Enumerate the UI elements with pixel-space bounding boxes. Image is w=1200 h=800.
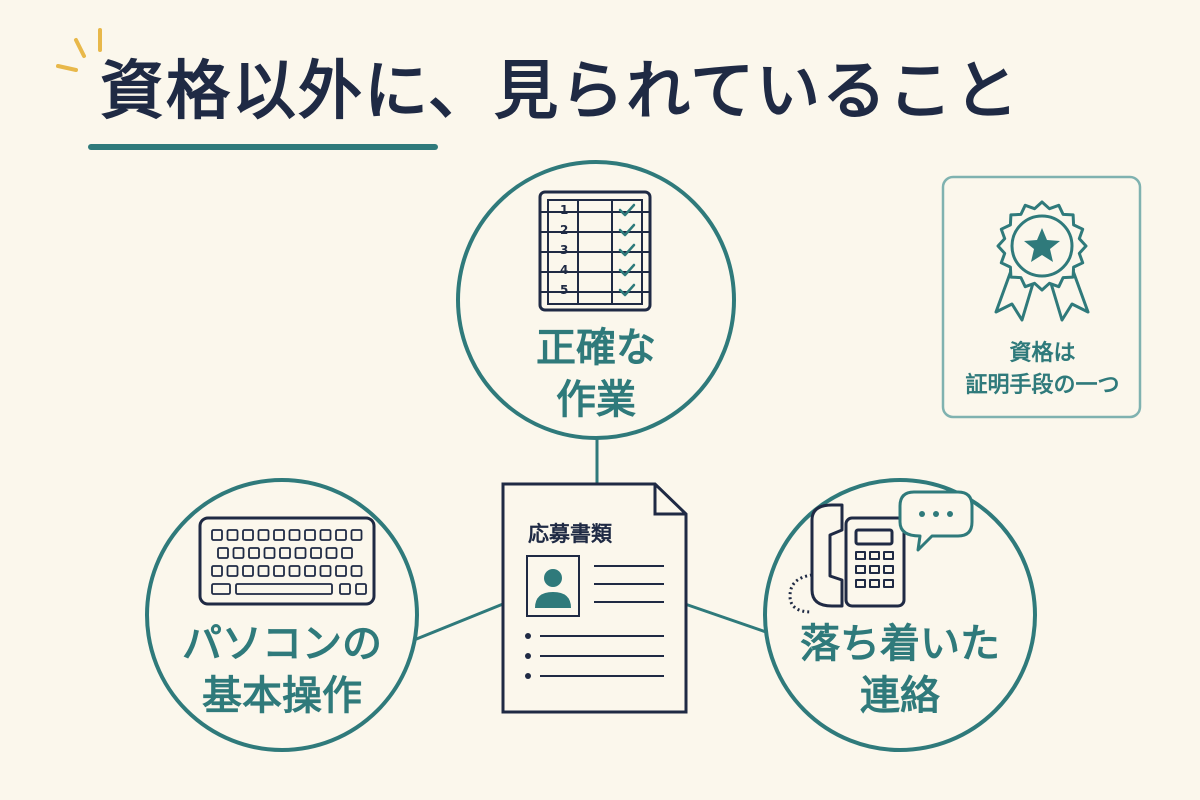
checklist-row-number: 3 [560,243,568,257]
keyboard-key [339,583,351,595]
keyboard-key [355,583,367,595]
keyboard-key [226,529,239,541]
node-label-right: 落ち着いた 連絡 [780,618,1020,722]
node-label-top-line1: 正確な [536,325,656,371]
spark-icon [56,28,102,72]
page-title: 資格以外に、見られていること [100,55,1021,129]
medal-icon [994,200,1090,322]
title-underline [88,144,438,150]
speech-bubble-icon [898,490,974,552]
keyboard-key [288,565,301,577]
node-circle-right [763,478,1037,752]
keyboard-icon [198,516,376,606]
keyboard-key [263,547,276,559]
keyboard-key [211,529,223,541]
keyboard-key [232,547,245,559]
node-label-right-line1: 落ち着いた [800,621,1000,667]
badge-text-line2: 証明手段の一つ [965,373,1120,398]
badge-text-line1: 資格は [1009,341,1076,366]
keyboard-key [273,565,285,577]
keyboard-key [335,529,347,541]
document-title: 応募書類 [528,522,612,546]
node-label-left-line2: 基本操作 [202,673,362,719]
keyboard-key [325,547,338,559]
checklist-row-number: 1 [560,203,568,217]
checklist-row-number: 5 [560,283,568,297]
keyboard-key [310,547,322,559]
keyboard-key [242,565,254,577]
keyboard-key [257,565,270,577]
keyboard-key [319,565,332,577]
keyboard-key [288,529,301,541]
node-label-right-line2: 連絡 [860,673,940,719]
node-label-top-line2: 作業 [556,377,636,423]
keyboard-key [350,529,363,541]
node-label-left: パソコンの 基本操作 [162,618,402,722]
badge-box [941,175,1142,419]
document-icon [501,482,688,714]
checklist-row-number: 4 [560,263,568,277]
keyboard-spacebar [235,583,333,595]
badge-text: 資格は 証明手段の一つ [945,338,1140,402]
checklist-row-number: 2 [560,223,568,237]
checklist-icon: 1 2 3 4 5 [538,190,652,312]
keyboard-key [279,547,291,559]
keyboard-key [257,529,270,541]
keyboard-key [242,529,254,541]
keyboard-key [319,529,332,541]
keyboard-key [226,565,239,577]
telephone-icon [788,503,906,614]
person-icon [535,569,571,608]
keyboard-key [248,547,260,559]
keyboard-key [304,529,316,541]
keyboard-key [211,565,223,577]
keyboard-key [350,565,363,577]
keyboard-key [335,565,347,577]
keyboard-key [217,547,229,559]
node-label-top: 正確な 作業 [496,322,696,426]
keyboard-key [294,547,307,559]
keyboard-key [273,529,285,541]
connector-lines [413,438,767,642]
node-label-left-line1: パソコンの [182,621,382,667]
keyboard-key [341,547,353,559]
keyboard-key [304,565,316,577]
keyboard-key [211,583,231,595]
